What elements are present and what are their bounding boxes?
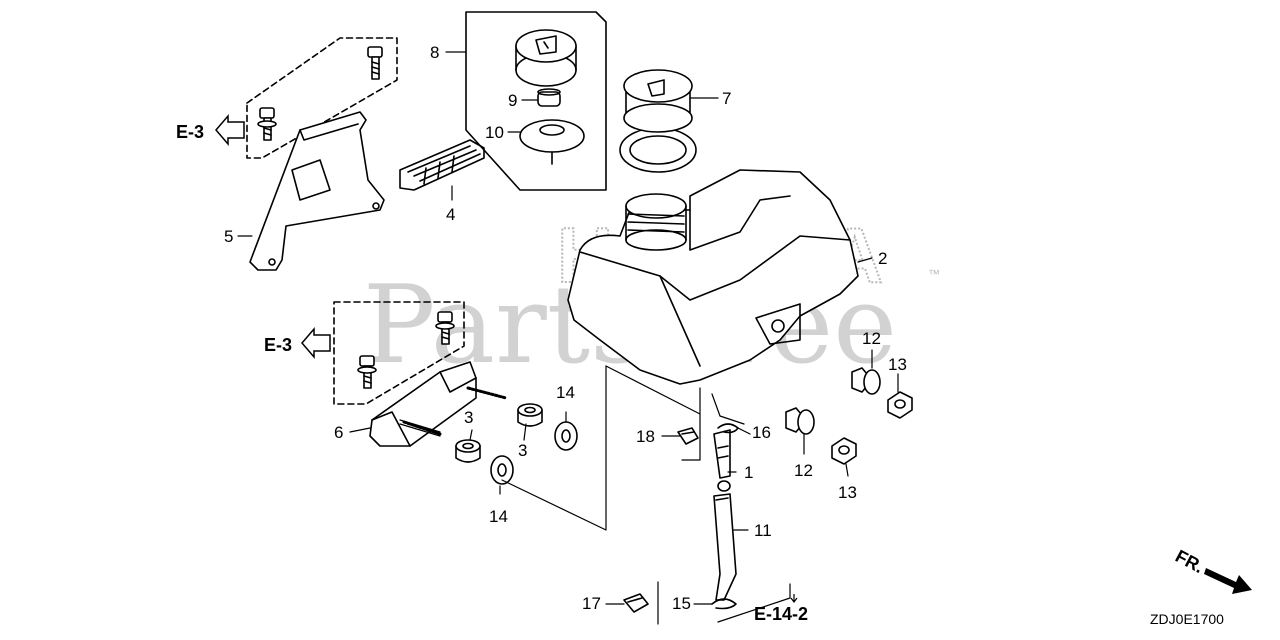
reference-label: E-3 [176,122,204,142]
callout-3: 3 [464,408,473,427]
flange-nut-part-13 [887,391,913,419]
callout-11: 11 [754,521,772,540]
collar-part-12 [851,367,881,395]
bolt-icon [257,107,277,141]
bolt-group-box-upper [246,37,398,159]
bolt-icon [367,46,383,80]
clip-part-15 [711,598,737,610]
fuel-cap-group-box [465,11,607,191]
callout-8: 8 [430,43,439,62]
tank-bracket-part-5 [249,111,385,271]
reference-label: E-3 [264,335,292,355]
callout-13: 13 [838,483,857,502]
fuel-tank-part-2 [567,169,859,385]
callout-7: 7 [722,89,731,108]
front-direction-indicator: FR. [1172,546,1252,594]
rubber-pad-part-4 [399,139,485,191]
reference-e14-2: E-14-2 [754,594,808,624]
callout-15: 15 [672,594,691,613]
callout-5: 5 [224,227,233,246]
orientation-label: FR. [1172,546,1207,577]
collar-part-12 [785,407,815,435]
leader-lines [237,51,899,625]
callout-12: 12 [794,461,813,480]
callout-9: 9 [508,91,517,110]
callout-14: 14 [489,507,508,526]
washer-part-14 [554,421,578,451]
washer-part-14 [490,455,514,485]
mount-part-6 [369,361,508,447]
callout-16: 16 [752,423,771,442]
fuel-tube-part-11 [713,493,737,601]
diagram-code: ZDJ0E1700 [1150,611,1224,627]
callout-13: 13 [888,355,907,374]
joint-part-1 [713,429,731,492]
flange-nut-part-13 [831,437,857,465]
callout-3: 3 [518,441,527,460]
strainer-part-10 [519,119,585,165]
bolt-icon [357,355,377,389]
seal-part-9 [537,88,561,107]
callout-18: 18 [636,427,655,446]
callout-10: 10 [485,123,504,142]
bolt-group-box-lower [333,301,465,405]
fuel-cap-part-8 [515,29,577,87]
arrow-down-icon [790,594,798,603]
reference-e3-upper: E-3 [176,113,245,147]
fuel-cap-part-7 [619,69,697,173]
grommet-part-3 [455,439,481,463]
callout-17: 17 [582,594,601,613]
grommet-part-3 [517,403,543,427]
callout-4: 4 [446,205,455,224]
bolt-icon [435,311,455,345]
reference-label: E-14-2 [754,604,808,624]
callout-12: 12 [862,329,881,348]
callout-2: 2 [878,249,887,268]
clip-part-17 [623,593,649,613]
watermark-trademark: ™ [928,267,940,281]
clip-part-18 [677,427,699,445]
callout-14: 14 [556,383,575,402]
arrow-left-icon [215,113,245,147]
arrow-right-down-icon [1204,568,1252,594]
arrow-left-icon [301,326,331,360]
reference-e3-middle: E-3 [264,326,331,360]
callout-6: 6 [334,423,343,442]
callout-1: 1 [744,463,753,482]
callout-labels: 8 9 10 7 5 4 2 6 3 3 14 14 12 13 12 13 1… [224,43,907,613]
